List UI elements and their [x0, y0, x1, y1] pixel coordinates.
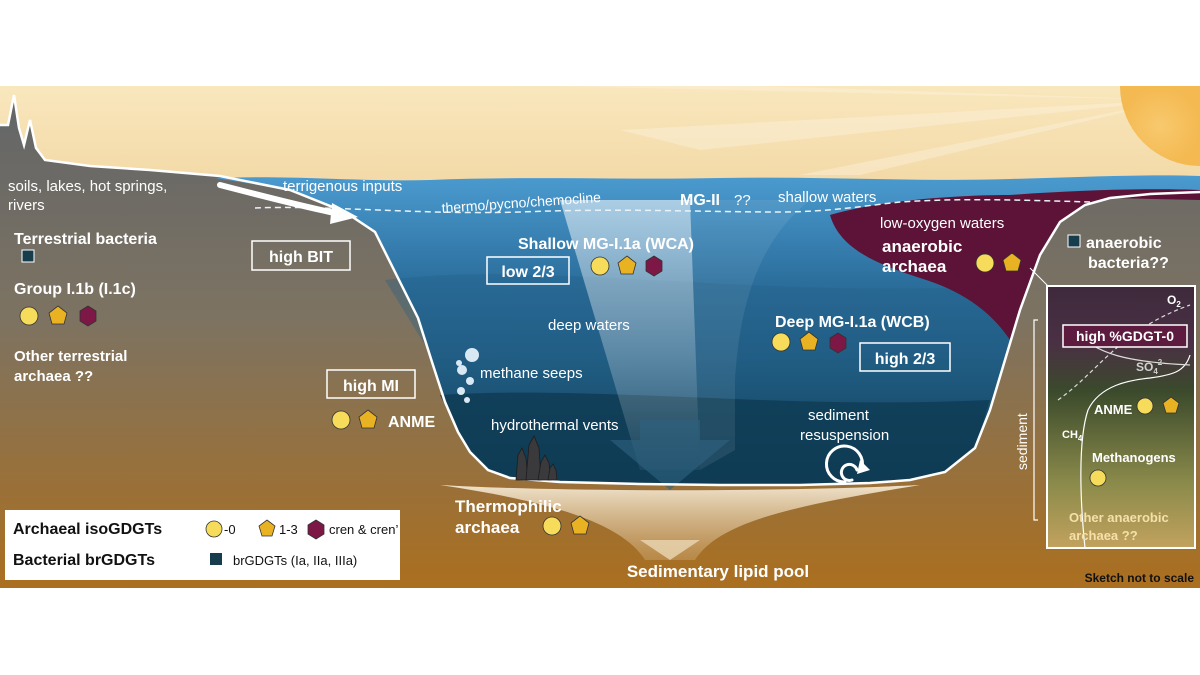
anme-right-label: ANME — [1094, 402, 1133, 417]
other-anaerobic-line2: archaea ?? — [1069, 528, 1138, 543]
legend-cren-label: cren & cren’ — [329, 522, 398, 537]
gdgt0-marker — [590, 256, 610, 276]
high-mi-box — [326, 369, 416, 399]
terrigenous-arrow — [217, 182, 338, 216]
legend-gdgt0-icon — [205, 520, 223, 538]
anaerobic-archaea-line2: archaea — [882, 257, 947, 276]
sun-rays — [560, 86, 1175, 175]
terrestrial-bacteria-label: Terrestrial bacteria — [14, 231, 157, 248]
gdgt0-marker — [1136, 397, 1154, 415]
land-sources-line1: soils, lakes, hot springs, — [8, 178, 167, 195]
other-terrestrial-line1: Other terrestrial — [14, 348, 127, 365]
gdgt0-marker — [771, 332, 791, 352]
high-bit-box — [251, 240, 351, 271]
gdgt0-marker — [331, 410, 351, 430]
high-gdgt0-box — [1062, 324, 1188, 348]
legend-brgdgt-icon — [210, 553, 222, 565]
other-terrestrial-line2: archaea ?? — [14, 368, 93, 385]
methanogens-label: Methanogens — [1092, 450, 1176, 465]
sun — [1120, 86, 1200, 166]
brgdgt-marker — [1067, 234, 1081, 248]
o2-profile — [1057, 304, 1191, 401]
hydrothermal-vent-chimneys — [515, 435, 558, 481]
mg2-label: MG-II — [680, 192, 720, 209]
shallow-mg1a-label: Shallow MG-I.1a (WCA) — [518, 236, 694, 253]
deep-water-band — [385, 274, 1010, 363]
gdgt13-marker — [570, 515, 590, 535]
ch4-label: CH4 — [1062, 429, 1083, 443]
hydrothermal-vents-label: hydrothermal vents — [491, 417, 619, 434]
gdgt0-marker — [975, 253, 995, 273]
legend-archaeal-title: Archaeal isoGDGTs — [13, 521, 162, 538]
resuspension-arrowhead — [857, 460, 870, 474]
land — [0, 95, 1200, 588]
high-bit-label: high BIT — [269, 249, 333, 266]
lipid-pool-funnel — [440, 485, 920, 560]
cren-marker — [645, 255, 663, 277]
bottom-water-band — [440, 392, 990, 485]
anaerobic-archaea-line1: anaerobic — [882, 237, 962, 256]
so4-label: SO42- — [1136, 358, 1165, 376]
anme-left-label: ANME — [388, 414, 435, 431]
deep-mg1a-label: Deep MG-I.1a (WCB) — [775, 314, 930, 331]
low-oxygen-label: low-oxygen waters — [880, 215, 1004, 232]
high-23-label: high 2/3 — [875, 351, 936, 368]
gdgt13-marker — [48, 305, 68, 325]
methane-seeps-label: methane seeps — [480, 365, 583, 382]
thermocline-line — [254, 198, 1091, 214]
gdgt0-marker — [542, 516, 562, 536]
cren-marker — [79, 305, 97, 327]
ch4-profile — [1080, 354, 1191, 549]
gdgt13-marker — [1162, 396, 1180, 414]
low-23-box — [486, 256, 570, 285]
o2-label: O2 — [1167, 293, 1181, 309]
deep-waters-label: deep waters — [548, 317, 630, 334]
legend-brgdgt-label: brGDGTs (Ia, IIa, IIIa) — [233, 553, 357, 568]
legend: Archaeal isoGDGTs -0 1-3 cren & cren’ Ba… — [5, 510, 400, 580]
methane-bubbles — [456, 348, 479, 403]
high-mi-label: high MI — [343, 378, 399, 395]
gdgt0-marker — [19, 306, 39, 326]
gdgt13-marker — [799, 331, 819, 351]
not-to-scale-note: Sketch not to scale — [1085, 571, 1195, 585]
legend-gdgt13-icon — [258, 519, 276, 537]
terrigenous-arrowhead — [330, 203, 358, 224]
gdgt0-marker — [1089, 469, 1107, 487]
pool-arrow — [640, 540, 700, 560]
inset-callout-line — [1029, 267, 1049, 287]
sedimentary-pool-label: Sedimentary lipid pool — [627, 562, 809, 581]
resuspension-icon — [824, 444, 864, 484]
sediment-resuspension-line2: resuspension — [800, 427, 889, 444]
thermophilic-line2: archaea — [455, 518, 520, 537]
group-i1b-label: Group I.1b (I.1c) — [14, 281, 136, 298]
brgdgt-marker — [21, 249, 35, 263]
gdgt13-marker — [1002, 252, 1022, 272]
sink-arrow — [610, 420, 730, 490]
anaerobic-bacteria-line1: anaerobic — [1086, 235, 1162, 252]
legend-bacterial-title: Bacterial brGDGTs — [13, 552, 155, 569]
sediment-label: sediment — [1014, 413, 1030, 470]
legend-cren-icon — [307, 519, 325, 540]
land-sources-line2: rivers — [8, 197, 45, 214]
coastline — [0, 94, 1200, 487]
sediment-resuspension-line1: sediment — [808, 407, 870, 424]
gdgt13-marker — [617, 255, 637, 275]
high-gdgt0-label: high %GDGT-0 — [1076, 328, 1174, 344]
shallow-waters-label: shallow waters — [778, 189, 876, 206]
low-23-label: low 2/3 — [501, 264, 554, 281]
other-anaerobic-line1: Other anaerobic — [1069, 510, 1169, 525]
thermophilic-line1: Thermophilic — [455, 497, 562, 516]
legend-gdgt0-label: -0 — [224, 522, 236, 537]
terrigenous-inputs-label: terrigenous inputs — [283, 178, 402, 195]
gdgt13-marker — [358, 409, 378, 429]
mg2-uncertain: ?? — [734, 192, 751, 209]
legend-gdgt13-label: 1-3 — [279, 522, 298, 537]
cren-marker — [829, 332, 847, 354]
light-beam-right — [690, 200, 810, 470]
sediment-bracket — [1033, 319, 1038, 521]
legend-background — [5, 510, 400, 580]
high-23-box — [859, 342, 951, 372]
anaerobic-bacteria-line2: bacteria?? — [1088, 255, 1169, 272]
